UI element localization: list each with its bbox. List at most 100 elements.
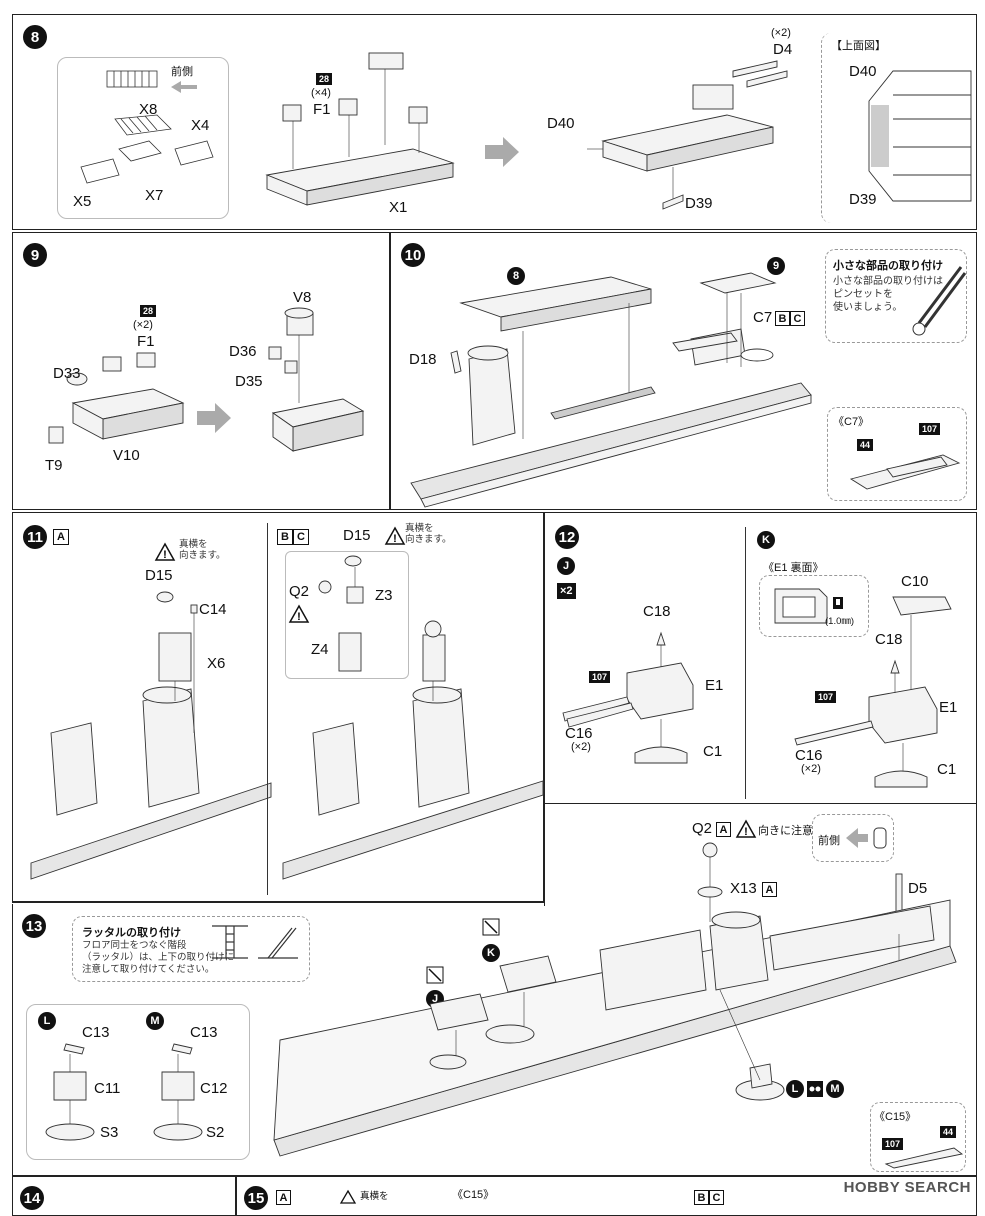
step-8-panel: 8 X8 前側 X4 X5 X7 xyxy=(12,14,977,230)
step-10-drawing xyxy=(410,272,812,508)
top-view-drawing xyxy=(868,70,972,202)
front-indicator-box xyxy=(812,814,894,862)
d36-label: D36 xyxy=(229,343,257,360)
d39-label: D39 xyxy=(685,195,713,212)
c7-variant-b: B xyxy=(775,311,790,326)
badge-107-13: 107 xyxy=(882,1138,904,1150)
step-13-top-border xyxy=(12,902,545,903)
x7-label: X7 xyxy=(145,187,164,204)
tweezers-icon xyxy=(912,266,967,336)
svg-text:!: ! xyxy=(744,826,748,838)
c16-k-label: C16 xyxy=(795,747,823,764)
warning-icon-15 xyxy=(339,1189,357,1204)
svg-text:!: ! xyxy=(393,533,397,545)
step-15-variant-c: C xyxy=(709,1190,724,1205)
z4-label: Z4 xyxy=(311,641,329,658)
lm-join-m: M xyxy=(826,1080,844,1098)
front-label: 前側 xyxy=(171,66,193,78)
s3-label: S3 xyxy=(100,1124,119,1141)
step-15-variant-b: B xyxy=(694,1190,709,1205)
step-12-panel: 12 J ×2 C18 E1 107 C16 (×2) C1 K 《E1 裏面》… xyxy=(544,512,977,804)
c7-label: C7 xyxy=(753,309,773,326)
front-label-13: 前側 xyxy=(818,835,840,847)
step-10-number: 10 xyxy=(401,243,425,267)
c7-detail-box xyxy=(827,407,967,501)
d4-qty: (×2) xyxy=(771,27,791,39)
lm-options-drawing xyxy=(45,1043,203,1141)
f1-qty: (×4) xyxy=(311,87,331,99)
top-view-d39: D39 xyxy=(849,191,877,208)
badge-44-13: 44 xyxy=(940,1126,957,1138)
c12-label: C12 xyxy=(200,1080,228,1097)
step-11-panel: 11 A ! 真横を 向きます。 D15 C14 X6 B C D15 ! 真横… xyxy=(12,512,544,902)
no-glue-icon-j xyxy=(426,966,444,984)
option-l: L xyxy=(38,1012,56,1030)
step-11-divider xyxy=(267,523,268,895)
variant-b: B xyxy=(277,529,293,545)
bc-inset-box xyxy=(285,551,409,679)
c16-label: C16 xyxy=(565,725,593,742)
d40-label: D40 xyxy=(547,115,575,132)
qty-x2: ×2 xyxy=(557,583,576,599)
f1-badge: 28 xyxy=(316,73,333,85)
watermark: HOBBY SEARCH xyxy=(843,1179,971,1196)
step-13-ship-drawing xyxy=(273,842,957,1157)
c1-label: C1 xyxy=(703,743,723,760)
drill-size: (1.0㎜) xyxy=(825,616,855,627)
svg-text:!: ! xyxy=(163,549,167,561)
x13-variant: A xyxy=(762,882,777,897)
d15-label-a: D15 xyxy=(145,567,173,584)
variant-k: K xyxy=(757,531,775,549)
step-15-variant-a: A xyxy=(276,1190,291,1205)
f1-label-9: F1 xyxy=(137,333,155,350)
ladder-note-box xyxy=(72,916,310,982)
ref-step-8: 8 xyxy=(507,267,525,285)
e1-rear-title: 《E1 裏面》 xyxy=(763,562,824,574)
c15-detail-title: 《C15》 xyxy=(874,1111,917,1123)
c18-label: C18 xyxy=(643,603,671,620)
c15-detail-box xyxy=(870,1102,966,1172)
step-12-divider xyxy=(745,527,746,799)
warning-icon-a: ! xyxy=(154,542,176,561)
v8-label: V8 xyxy=(293,289,312,306)
c10-label: C10 xyxy=(901,573,929,590)
v10-label: V10 xyxy=(113,447,140,464)
x13-label: X13 xyxy=(730,880,757,897)
step-8-inset xyxy=(57,57,229,219)
turret-j-drawing xyxy=(562,631,694,764)
top-view-title: 【上面図】 xyxy=(831,40,886,52)
ref-step-9: 9 xyxy=(767,257,785,275)
d33-label: D33 xyxy=(53,365,81,382)
step-11-a-drawing xyxy=(30,591,272,880)
badge-107-k: 107 xyxy=(815,691,837,703)
warn-text-bc: 真横を 向きます。 xyxy=(405,523,452,545)
q2-13-label: Q2 xyxy=(692,820,713,837)
step-8-number: 8 xyxy=(23,25,47,49)
f1-badge-9: 28 xyxy=(140,305,157,317)
d15-label-bc: D15 xyxy=(343,527,371,544)
ladder-body: フロア同士をつなぐ階段 （ラッタル）は、上下の取り付けに 注意して取り付けてくだ… xyxy=(82,940,235,975)
step-15-warn: 真横を xyxy=(360,1191,389,1202)
c7-boat-detail xyxy=(849,454,961,490)
step-14-panel xyxy=(12,1176,236,1216)
lm-options-box xyxy=(26,1004,250,1160)
warning-icon-q2-13: ! xyxy=(735,819,757,838)
orient-note: 向きに注意 xyxy=(758,825,813,837)
c14-label: C14 xyxy=(199,601,227,618)
x6-label: X6 xyxy=(207,655,226,672)
step-13-upper-extension xyxy=(544,804,977,906)
step-9-number: 9 xyxy=(23,243,47,267)
x4-label: X4 xyxy=(191,117,210,134)
step-13-number: 13 xyxy=(22,914,46,938)
ladder-title: ラッタルの取り付け xyxy=(82,927,181,939)
c15-boat-detail xyxy=(884,1147,964,1169)
step-12-number: 12 xyxy=(555,525,579,549)
d35-label: D35 xyxy=(235,373,263,390)
ladder-icon xyxy=(212,925,298,959)
d5-label: D5 xyxy=(908,880,928,897)
step-11-bc-drawing xyxy=(282,555,544,880)
e1-label: E1 xyxy=(705,677,724,694)
turret-k-drawing xyxy=(794,596,952,788)
x8-label: X8 xyxy=(139,101,158,118)
badge-107-j: 107 xyxy=(589,671,611,683)
